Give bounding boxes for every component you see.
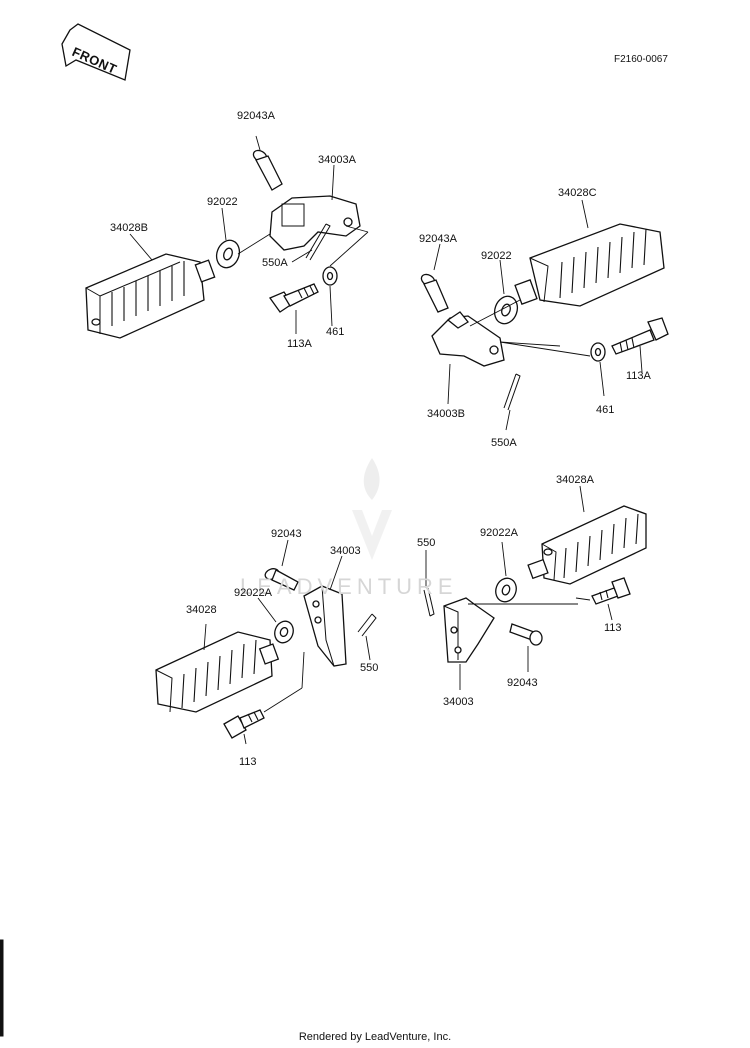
footpeg-34028C [514,223,665,307]
front-arrow-icon [61,23,131,81]
label-footpeg-34028A: 34028A [556,474,594,486]
label-cotter-pin-550-right: 550 [417,537,436,549]
label-pin-92043A: 92043A [237,110,275,122]
washer-92022A-right [495,577,517,603]
washer-92022 [215,239,241,269]
label-bolt-113: 113 [239,756,257,768]
label-footpeg-34028B: 34028B [110,222,148,234]
footpeg-34028B [85,253,216,339]
footpeg-34028A [527,505,647,585]
label-washer-461-right: 461 [596,404,615,416]
label-footpeg-34028: 34028 [186,604,217,616]
pin-92043 [264,568,299,591]
cotter-pin-550A [305,223,331,261]
upper-left-assembly [85,135,369,339]
label-holder-34003B: 34003B [427,408,465,420]
upper-right-assembly [420,199,669,431]
drawing-code: F2160-0067 [614,54,668,65]
footer-credit: Rendered by LeadVenture, Inc. [298,1031,452,1043]
label-holder-34003A: 34003A [318,154,356,166]
label-bolt-113-right: 113 [604,622,622,634]
label-cotter-pin-550A-right: 550A [491,437,517,449]
cotter-pin-550-right [423,587,435,617]
pin-92043A-right [420,273,449,313]
label-washer-92022A-right: 92022A [480,527,518,539]
label-pin-92043-right: 92043 [507,677,538,689]
label-washer-92022A: 92022A [234,587,272,599]
label-footpeg-34028C: 34028C [558,187,597,199]
holder-34003-right [443,597,495,663]
cotter-pin-550 [357,613,377,637]
footpeg-34028 [155,631,280,713]
label-holder-34003: 34003 [330,545,361,557]
label-bolt-113A-right: 113A [626,370,651,382]
label-cotter-pin-550A: 550A [262,257,288,269]
washer-92022-right [493,295,519,325]
label-pin-92043: 92043 [271,528,302,540]
cotter-pin-550A-right [503,373,521,411]
holder-34003A [269,195,361,251]
holder-34003 [303,585,347,667]
lower-left-assembly [155,539,377,745]
bolt-113A-right [611,317,669,355]
watermark-logo [352,458,392,560]
washer-461 [322,266,338,286]
label-washer-92022-right: 92022 [481,250,512,262]
label-bolt-113A: 113A [287,338,312,350]
lower-right-assembly [423,485,647,690]
bolt-113-right [591,577,631,605]
holder-34003B [431,311,505,367]
watermark-text: LEADVENTURE [240,574,458,599]
washer-461-right [590,342,606,362]
pin-92043A [252,149,283,191]
label-pin-92043A-right: 92043A [419,233,457,245]
bolt-113A [269,283,319,313]
label-holder-34003-right: 34003 [443,696,474,708]
label-washer-461: 461 [326,326,345,338]
label-washer-92022: 92022 [207,196,238,208]
pin-92043-right [509,623,543,646]
label-cotter-pin-550: 550 [360,662,379,674]
bolt-113 [223,709,265,739]
washer-92022A [274,620,294,644]
margin-bar [0,939,4,1037]
